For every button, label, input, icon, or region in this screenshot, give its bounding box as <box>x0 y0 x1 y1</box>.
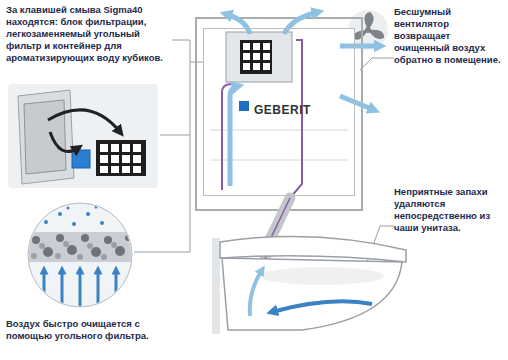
callout-text: Бесшумный вентилятор возвращает очищенны… <box>394 6 504 65</box>
carbon-filter-circle-part-part-part <box>72 222 76 226</box>
carbon-filter-circle-part <box>26 206 134 307</box>
callout-text: Воздух быстро очищается с помощью угольн… <box>6 318 184 342</box>
filter-inset-part <box>24 100 66 174</box>
carbon-filter-circle-part-part-part <box>32 236 40 244</box>
carbon-filter-circle-part-part-part <box>104 236 112 244</box>
carbon-filter-circle-part-part-part <box>112 212 116 216</box>
filter-inset-part-part <box>100 144 108 152</box>
cistern-box: GEBERIT <box>203 28 355 196</box>
toilet-bowl-part <box>250 270 262 316</box>
filter-inset-part <box>8 84 158 188</box>
filter-inset-part <box>18 90 74 184</box>
filter-inset-part-part <box>122 144 130 152</box>
toilet-bowl-part <box>212 238 220 334</box>
filter-inset-part-part <box>111 166 119 173</box>
carbon-filter-circle-part-part <box>26 232 134 262</box>
carbon-filter-circle-part-part-part <box>55 253 61 259</box>
carbon-filter-circle-part-part-part <box>77 254 83 260</box>
filter-inset-part-part <box>100 155 108 163</box>
callout-text: За клавишей смыва Sigma40 находятся: бло… <box>6 4 168 63</box>
installation-frame-part <box>243 43 270 70</box>
installation-frame-part-part <box>243 53 250 60</box>
airflow-arrows-part <box>226 14 250 34</box>
carbon-filter-circle-part-part-part <box>97 270 100 304</box>
toilet-bowl-part <box>272 301 372 312</box>
carbon-filter-circle-part-part-part <box>86 212 90 216</box>
installation-frame-part <box>239 101 249 111</box>
filter-inset-part <box>48 110 120 132</box>
carbon-filter-circle-part-part <box>31 241 117 260</box>
carbon-filter-circle-part-part-part <box>61 270 64 304</box>
installation-frame-part <box>226 32 292 82</box>
carbon-filter-circle-part-part-part <box>101 254 107 260</box>
installation-frame-part-part <box>263 53 270 60</box>
installation-frame-part <box>203 28 355 196</box>
carbon-filter-circle-part-part-part <box>91 247 101 257</box>
filter-inset-part <box>100 144 141 173</box>
carbon-filter-circle-part-part-part <box>39 243 45 249</box>
installation-frame-part-part <box>253 43 260 50</box>
airflow-arrows-part <box>230 86 238 186</box>
carbon-filter-circle-part-part-part <box>111 242 117 248</box>
toilet-bowl-part <box>222 258 402 330</box>
filter-inset-part <box>50 132 78 152</box>
filter-inset-part-part <box>111 144 119 152</box>
installation-frame-part <box>240 40 272 74</box>
airflow-arrows-part <box>284 12 318 34</box>
installation-frame-part-part <box>253 53 260 60</box>
filter-inset-part-part <box>122 155 130 163</box>
installation-frame-part-part <box>253 63 260 70</box>
carbon-filter-circle-part-part-part <box>58 212 62 216</box>
carbon-filter-circle-part-part-part <box>63 241 69 247</box>
installation-frame-part <box>196 18 362 210</box>
carbon-filter-circle-part-part-part <box>79 270 82 306</box>
installation-frame <box>196 18 362 210</box>
filter-inset-part-part <box>133 144 141 152</box>
filter-inset-part-part <box>111 155 119 163</box>
carbon-filter-circle-part-part <box>32 234 131 257</box>
filter-inset-part-part <box>133 166 141 173</box>
toilet-bowl-part <box>260 267 384 285</box>
filter-inset-part <box>72 150 90 168</box>
fan-icon-part-part <box>365 27 371 33</box>
carbon-filter-circle <box>26 203 134 307</box>
filter-inset-part-part <box>122 166 130 173</box>
carbon-filter-circle-part-part-part <box>87 243 93 249</box>
carbon-filter-circle-part-part <box>44 206 116 227</box>
fan-icon-part <box>352 12 384 40</box>
carbon-filter-circle-part-part-part <box>31 253 37 259</box>
carbon-filter-circle-part-part-part <box>67 245 77 255</box>
carbon-filter-circle-part-part-part <box>115 246 125 256</box>
airflow-arrows-part <box>340 44 380 49</box>
carbon-filter-circle-part-part-part <box>100 221 104 225</box>
carbon-filter-circle-part-part-part <box>67 207 70 210</box>
installation-frame-part-part <box>243 63 250 70</box>
installation-frame-part <box>290 40 302 198</box>
airflow-arrows-part <box>340 96 374 110</box>
carbon-filter-circle-part-part-part <box>125 235 131 241</box>
filter-inset-part-part <box>133 155 141 163</box>
filter-inset-part-part <box>100 166 108 173</box>
filter-inset <box>8 84 158 188</box>
airflow-arrows <box>226 12 380 186</box>
leader-lines-part <box>160 62 190 135</box>
carbon-filter-circle-part-part-part <box>44 220 48 224</box>
leader-lines-part <box>360 58 394 70</box>
carbon-filter-circle-part-part-part <box>115 270 118 300</box>
carbon-filter-circle-part-part-part <box>95 206 98 209</box>
filter-inset-part <box>96 140 146 176</box>
carbon-filter-circle-part-part-part <box>81 234 89 242</box>
callout-text: Неприятные запахи удаляются непосредстве… <box>394 186 504 234</box>
carbon-filter-circle-part-part-part <box>43 270 46 300</box>
brand-logo-text: GEBERIT <box>254 103 311 117</box>
installation-frame-part-part <box>263 63 270 70</box>
carbon-filter-circle-part-part-part <box>56 234 64 242</box>
carbon-filter-circle-part-part-part <box>43 247 53 257</box>
toilet-bowl <box>212 237 406 334</box>
toilet-bowl-part <box>220 237 406 262</box>
carbon-filter-circle-part-part <box>44 270 116 306</box>
installation-frame-part-part <box>243 43 250 50</box>
installation-frame-part-part <box>263 43 270 50</box>
